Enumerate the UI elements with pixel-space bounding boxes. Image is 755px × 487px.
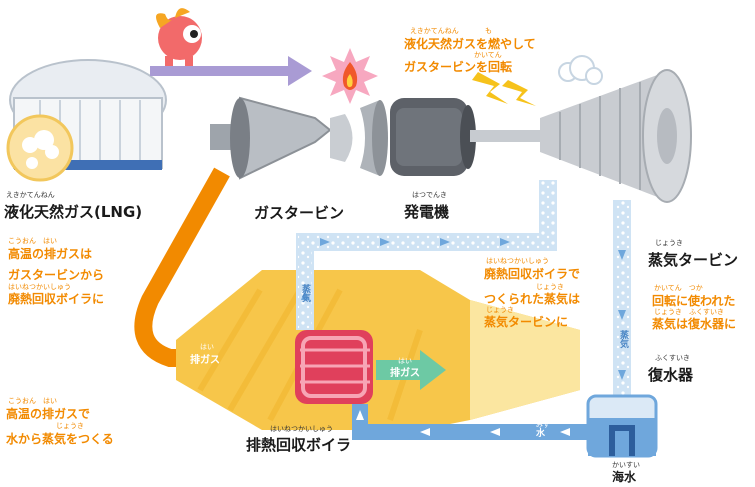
note-top-ruby1: えきかてんねん (410, 27, 459, 35)
note-left2-line2: 水から蒸気をつくる (6, 432, 114, 446)
note-left1-line1: 高温の排ガスは (8, 247, 93, 261)
note-left2-ruby: こうおん はい (8, 397, 57, 405)
mascot-character (156, 8, 202, 66)
note-mid-ruby2: じょうき (536, 283, 564, 291)
note-mid-ruby3: じょうき (486, 306, 514, 314)
note-top-ruby2: も (485, 27, 492, 35)
note-mid-line3: 蒸気タービンに (484, 315, 569, 329)
note-right-line2: 蒸気は復水器に (652, 317, 737, 331)
steam-turbine (470, 69, 692, 203)
water-return-pipe (352, 404, 588, 440)
note-mid-line1: 廃熱回収ボイラで (484, 267, 581, 281)
steam-turbine-label: 蒸気タービン (648, 251, 739, 269)
steam-turbine-ruby: じょうき (655, 239, 683, 247)
note-top-line1: 液化天然ガスを燃やして (404, 37, 536, 51)
fuel-arrow (150, 56, 312, 86)
water-label: 水 (536, 429, 546, 439)
gas-turbine (210, 96, 388, 180)
exhaust-out-label: 排ガス (390, 368, 420, 379)
condenser-label: 復水器 (648, 366, 694, 384)
note-left1-ruby2: はいねつかいしゅう (8, 283, 71, 291)
lng-tank (6, 59, 167, 182)
steam-right-label: 蒸気 (618, 330, 628, 348)
electricity-icon (472, 72, 536, 106)
steam-pipe (296, 180, 557, 330)
lng-label: 液化天然ガス(LNG) (4, 203, 143, 221)
lng-ruby: えきかてんねん (6, 191, 55, 199)
note-right-line1: 回転に使われた (652, 294, 736, 308)
note-left2-ruby2: じょうき (56, 422, 84, 430)
condenser (586, 394, 658, 458)
seawater-label: 海水 (612, 470, 637, 484)
heat-recovery-boiler (176, 270, 580, 430)
boiler-coil (295, 330, 373, 404)
condenser-ruby: ふくすいき (655, 354, 690, 362)
gas-turbine-label: ガスタービン (254, 204, 345, 222)
note-mid-ruby1: はいねつかいしゅう (486, 257, 549, 265)
water-ruby: みず (536, 421, 550, 429)
exhaust-out-ruby: はい (398, 357, 412, 365)
hrsg-ruby: はいねつかいしゅう (270, 425, 333, 433)
note-top-ruby3: かいてん (474, 51, 502, 59)
note-right-ruby1: かいてん つか (654, 284, 703, 292)
note-left1-line3: 廃熱回収ボイラに (8, 292, 105, 306)
exhaust-in-label: 排ガス (190, 355, 220, 366)
exhaust-in-ruby: はい (200, 343, 214, 351)
seawater-ruby: かいすい (612, 461, 640, 469)
note-mid-line2: つくられた蒸気は (484, 292, 581, 306)
note-right-ruby2: じょうき ふくすいき (654, 308, 724, 316)
note-left1-line2: ガスタービンから (8, 268, 105, 282)
note-left2-line1: 高温の排ガスで (6, 407, 91, 421)
exhaust-out-arrow (376, 350, 446, 390)
generator-label: 発電機 (404, 203, 450, 221)
steam-cloud-icon (558, 55, 603, 85)
generator (390, 98, 476, 176)
steam-left-label: 蒸気 (300, 284, 310, 302)
hrsg-label: 排熱回収ボイラ (246, 436, 352, 454)
note-top-line2: ガスタービンを回転 (404, 60, 513, 74)
note-left1-ruby: こうおん はい (8, 237, 57, 245)
exhaust-steam-pipe (613, 200, 631, 400)
generator-ruby: はつでんき (412, 191, 447, 199)
combustion-flame-icon (322, 48, 378, 104)
